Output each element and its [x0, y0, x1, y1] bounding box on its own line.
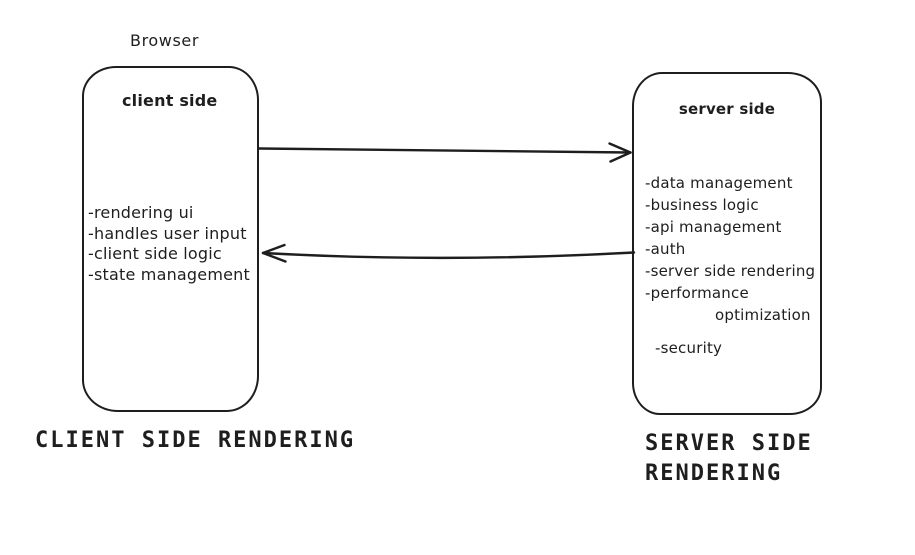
- server-box: [632, 72, 822, 415]
- server-feature-item: -server side rendering: [645, 262, 816, 280]
- client-to-server-arrow-icon: [257, 142, 632, 163]
- server-box-title: server side: [678, 100, 776, 118]
- client-feature-item: -handles user input: [88, 223, 247, 243]
- server-feature-item: -auth: [645, 240, 686, 258]
- server-feature-list: -data management -business logic -api mana…: [645, 172, 815, 359]
- client-feature-item: -state management: [88, 264, 250, 284]
- server-feature-item: -data management: [645, 174, 793, 192]
- server-caption: SERVER SIDE RENDERING: [645, 429, 813, 489]
- server-feature-item: optimization: [715, 306, 811, 324]
- server-feature-item: -api management: [645, 218, 782, 236]
- server-feature-item: -business logic: [645, 196, 759, 214]
- client-box-title: client side: [122, 91, 218, 110]
- server-feature-item: -security: [655, 339, 723, 357]
- server-caption-line2: RENDERING: [645, 461, 783, 486]
- client-feature-item: -client side logic: [88, 244, 222, 263]
- client-box: [82, 66, 259, 412]
- server-feature-item: -performance: [645, 284, 749, 302]
- client-feature-list: -rendering ui-handles user input-client …: [88, 203, 250, 285]
- server-to-client-arrow-icon: [261, 243, 636, 263]
- client-feature-item: -rendering ui: [88, 203, 194, 222]
- browser-label: Browser: [130, 31, 200, 50]
- client-caption: CLIENT SIDE RENDERING: [35, 428, 356, 453]
- server-caption-line1: SERVER SIDE: [645, 431, 813, 456]
